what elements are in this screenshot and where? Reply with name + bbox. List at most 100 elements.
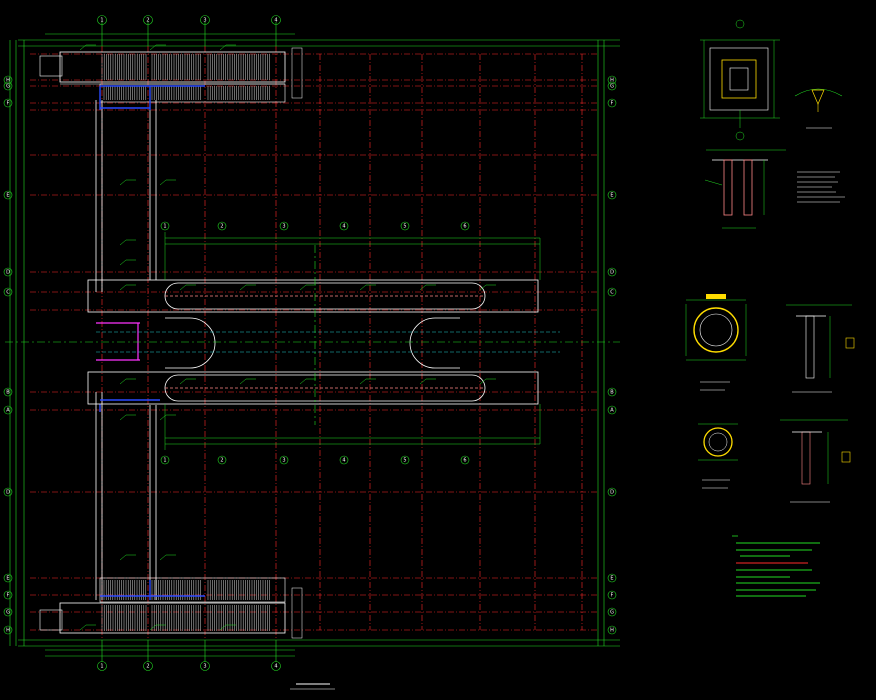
svg-text:D: D xyxy=(6,490,10,496)
svg-text:B: B xyxy=(6,390,10,396)
svg-text:1: 1 xyxy=(163,458,166,464)
axis-bubble-left-A: A xyxy=(3,405,13,415)
bridge-dimensions xyxy=(164,232,541,450)
leader-marks xyxy=(79,44,496,631)
axis-bubble-left-lower-F: F xyxy=(3,590,13,600)
axis-bubble-inner-bottom-5: 5 xyxy=(400,455,410,465)
general-notes xyxy=(732,535,820,597)
svg-text:4: 4 xyxy=(342,224,345,230)
axis-bubble-bottom-2: 2 xyxy=(143,661,153,671)
svg-text:4: 4 xyxy=(274,18,277,24)
svg-text:3: 3 xyxy=(203,664,206,670)
bridge-beams xyxy=(87,279,539,405)
top-stair-block xyxy=(39,47,303,103)
axis-bubble-left-G: G xyxy=(3,81,13,91)
axis-bubble-left-D: D xyxy=(3,267,13,277)
axis-bubble-inner-bottom-6: 6 xyxy=(460,455,470,465)
svg-text:3: 3 xyxy=(282,458,285,464)
axis-bubble-right-C: C xyxy=(607,287,617,297)
axis-bubble-bottom-1: 1 xyxy=(97,661,107,671)
svg-text:H: H xyxy=(610,628,614,634)
axis-bubble-right-A: A xyxy=(607,405,617,415)
drawing-title xyxy=(290,683,335,690)
axis-bubble-left-H: H xyxy=(3,75,13,85)
detail-pipe-section-2 xyxy=(698,423,738,489)
axis-bubble-bottom-3: 3 xyxy=(200,661,210,671)
svg-text:H: H xyxy=(610,78,614,84)
svg-text:1: 1 xyxy=(163,224,166,230)
axis-bubble-inner-bottom-3: 3 xyxy=(279,455,289,465)
axis-bubble-inner-top-6: 6 xyxy=(460,221,470,231)
detail-stud-plate-1 xyxy=(786,304,855,393)
svg-text:E: E xyxy=(610,193,613,199)
axis-bubble-inner-bottom-2: 2 xyxy=(217,455,227,465)
svg-text:D: D xyxy=(6,270,10,276)
axis-bubble-right-H: H xyxy=(607,75,617,85)
axis-bubble-left-lower-D: D xyxy=(3,487,13,497)
svg-text:F: F xyxy=(611,101,614,107)
axis-bubble-right-lower-G: G xyxy=(607,607,617,617)
svg-text:B: B xyxy=(610,390,614,396)
axis-bubble-bottom-4: 4 xyxy=(271,661,281,671)
axis-bubble-left-C: C xyxy=(3,287,13,297)
svg-text:4: 4 xyxy=(274,664,277,670)
main-plan xyxy=(5,22,620,662)
top-axis-bubbles: 1 2 3 4 xyxy=(97,15,281,25)
svg-text:G: G xyxy=(610,84,614,90)
axis-bubble-right-B: B xyxy=(607,387,617,397)
axis-bubble-right-lower-D: D xyxy=(607,487,617,497)
svg-text:H: H xyxy=(6,78,10,84)
blue-beams xyxy=(99,85,205,600)
svg-text:2: 2 xyxy=(146,664,149,670)
svg-text:E: E xyxy=(6,576,9,582)
svg-text:2: 2 xyxy=(220,224,223,230)
svg-text:6: 6 xyxy=(463,224,466,230)
svg-text:F: F xyxy=(7,593,10,599)
bottom-axis-bubbles: 1 2 3 4 xyxy=(97,661,281,671)
axis-bubble-inner-bottom-4: 4 xyxy=(339,455,349,465)
axis-bubble-right-F: F xyxy=(607,98,617,108)
axis-bubble-top-3: 3 xyxy=(200,15,210,25)
svg-text:H: H xyxy=(6,628,10,634)
red-grid xyxy=(30,46,598,640)
svg-text:D: D xyxy=(610,490,614,496)
axis-bubble-left-lower-G: G xyxy=(3,607,13,617)
svg-text:G: G xyxy=(6,84,10,90)
svg-text:6: 6 xyxy=(463,458,466,464)
detail-stud-plate-2 xyxy=(780,419,851,503)
axis-bubble-right-G: G xyxy=(607,81,617,91)
detail-stud-elevation xyxy=(704,149,786,229)
axis-bubble-inner-top-3: 3 xyxy=(279,221,289,231)
axis-bubble-left-E: E xyxy=(3,190,13,200)
vertical-corridor xyxy=(95,100,157,600)
center-lines xyxy=(96,331,560,353)
svg-text:A: A xyxy=(6,408,10,414)
axis-bubble-right-E: E xyxy=(607,190,617,200)
axis-bubble-top-1: 1 xyxy=(97,15,107,25)
svg-text:E: E xyxy=(6,193,9,199)
axis-bubble-right-lower-H: H xyxy=(607,625,617,635)
svg-text:1: 1 xyxy=(100,18,103,24)
svg-text:C: C xyxy=(610,290,614,296)
detail-column-section xyxy=(700,19,780,141)
detail-notes-small xyxy=(797,171,845,203)
svg-text:4: 4 xyxy=(342,458,345,464)
svg-text:5: 5 xyxy=(403,224,406,230)
svg-text:5: 5 xyxy=(403,458,406,464)
svg-text:G: G xyxy=(610,610,614,616)
magenta-marks xyxy=(96,322,140,361)
axis-bubble-left-B: B xyxy=(3,387,13,397)
svg-text:3: 3 xyxy=(282,224,285,230)
svg-text:D: D xyxy=(610,270,614,276)
axis-bubble-inner-top-2: 2 xyxy=(217,221,227,231)
svg-text:F: F xyxy=(611,593,614,599)
svg-text:A: A xyxy=(610,408,614,414)
svg-text:E: E xyxy=(610,576,613,582)
svg-text:C: C xyxy=(6,290,10,296)
axis-bubble-left-lower-H: H xyxy=(3,625,13,635)
axis-bubble-inner-top-1: 1 xyxy=(160,221,170,231)
bottom-stair-block xyxy=(39,577,303,639)
axis-bubble-top-2: 2 xyxy=(143,15,153,25)
svg-text:G: G xyxy=(6,610,10,616)
